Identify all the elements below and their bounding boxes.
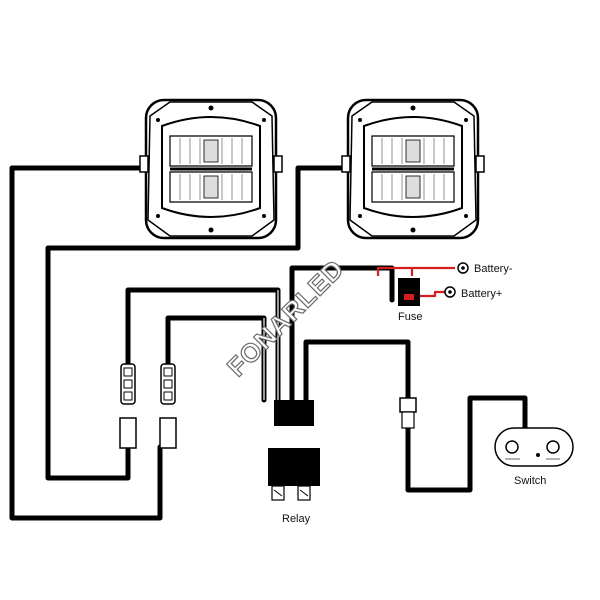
led-light-icon <box>139 98 283 240</box>
switch: Switch <box>494 427 574 487</box>
led-light-icon <box>341 98 485 240</box>
relay: Relay <box>268 400 320 525</box>
switch-wire <box>405 395 528 493</box>
connector-plug-icon <box>119 363 137 449</box>
relay-label: Relay <box>282 513 311 525</box>
connector-plug-icon <box>159 363 177 449</box>
battery-positive-label: Battery+ <box>461 288 502 300</box>
battery-negative-label: Battery- <box>474 263 513 275</box>
switch-icon <box>494 427 574 467</box>
switch-label: Switch <box>514 475 546 487</box>
battery-negative-terminal: Battery- <box>457 262 513 275</box>
relay-icon <box>268 400 320 501</box>
ring-terminal-icon <box>457 262 469 274</box>
relay-wire-bundle <box>125 265 411 403</box>
battery-positive-terminal: Battery+ <box>444 286 502 300</box>
led-light-right <box>341 98 485 240</box>
connector-right <box>159 363 177 449</box>
switch-wire-connector <box>399 397 417 429</box>
fuse-label: Fuse <box>398 311 422 323</box>
connector-left <box>119 363 137 449</box>
battery-power-wires <box>376 266 455 298</box>
led-light-left <box>139 98 283 240</box>
fuse: Fuse <box>398 278 422 323</box>
light1-to-left-connector-wire <box>9 165 163 521</box>
ring-terminal-icon <box>444 286 456 298</box>
light2-to-left-connector-wire <box>45 165 351 481</box>
fuse-icon <box>398 278 420 306</box>
